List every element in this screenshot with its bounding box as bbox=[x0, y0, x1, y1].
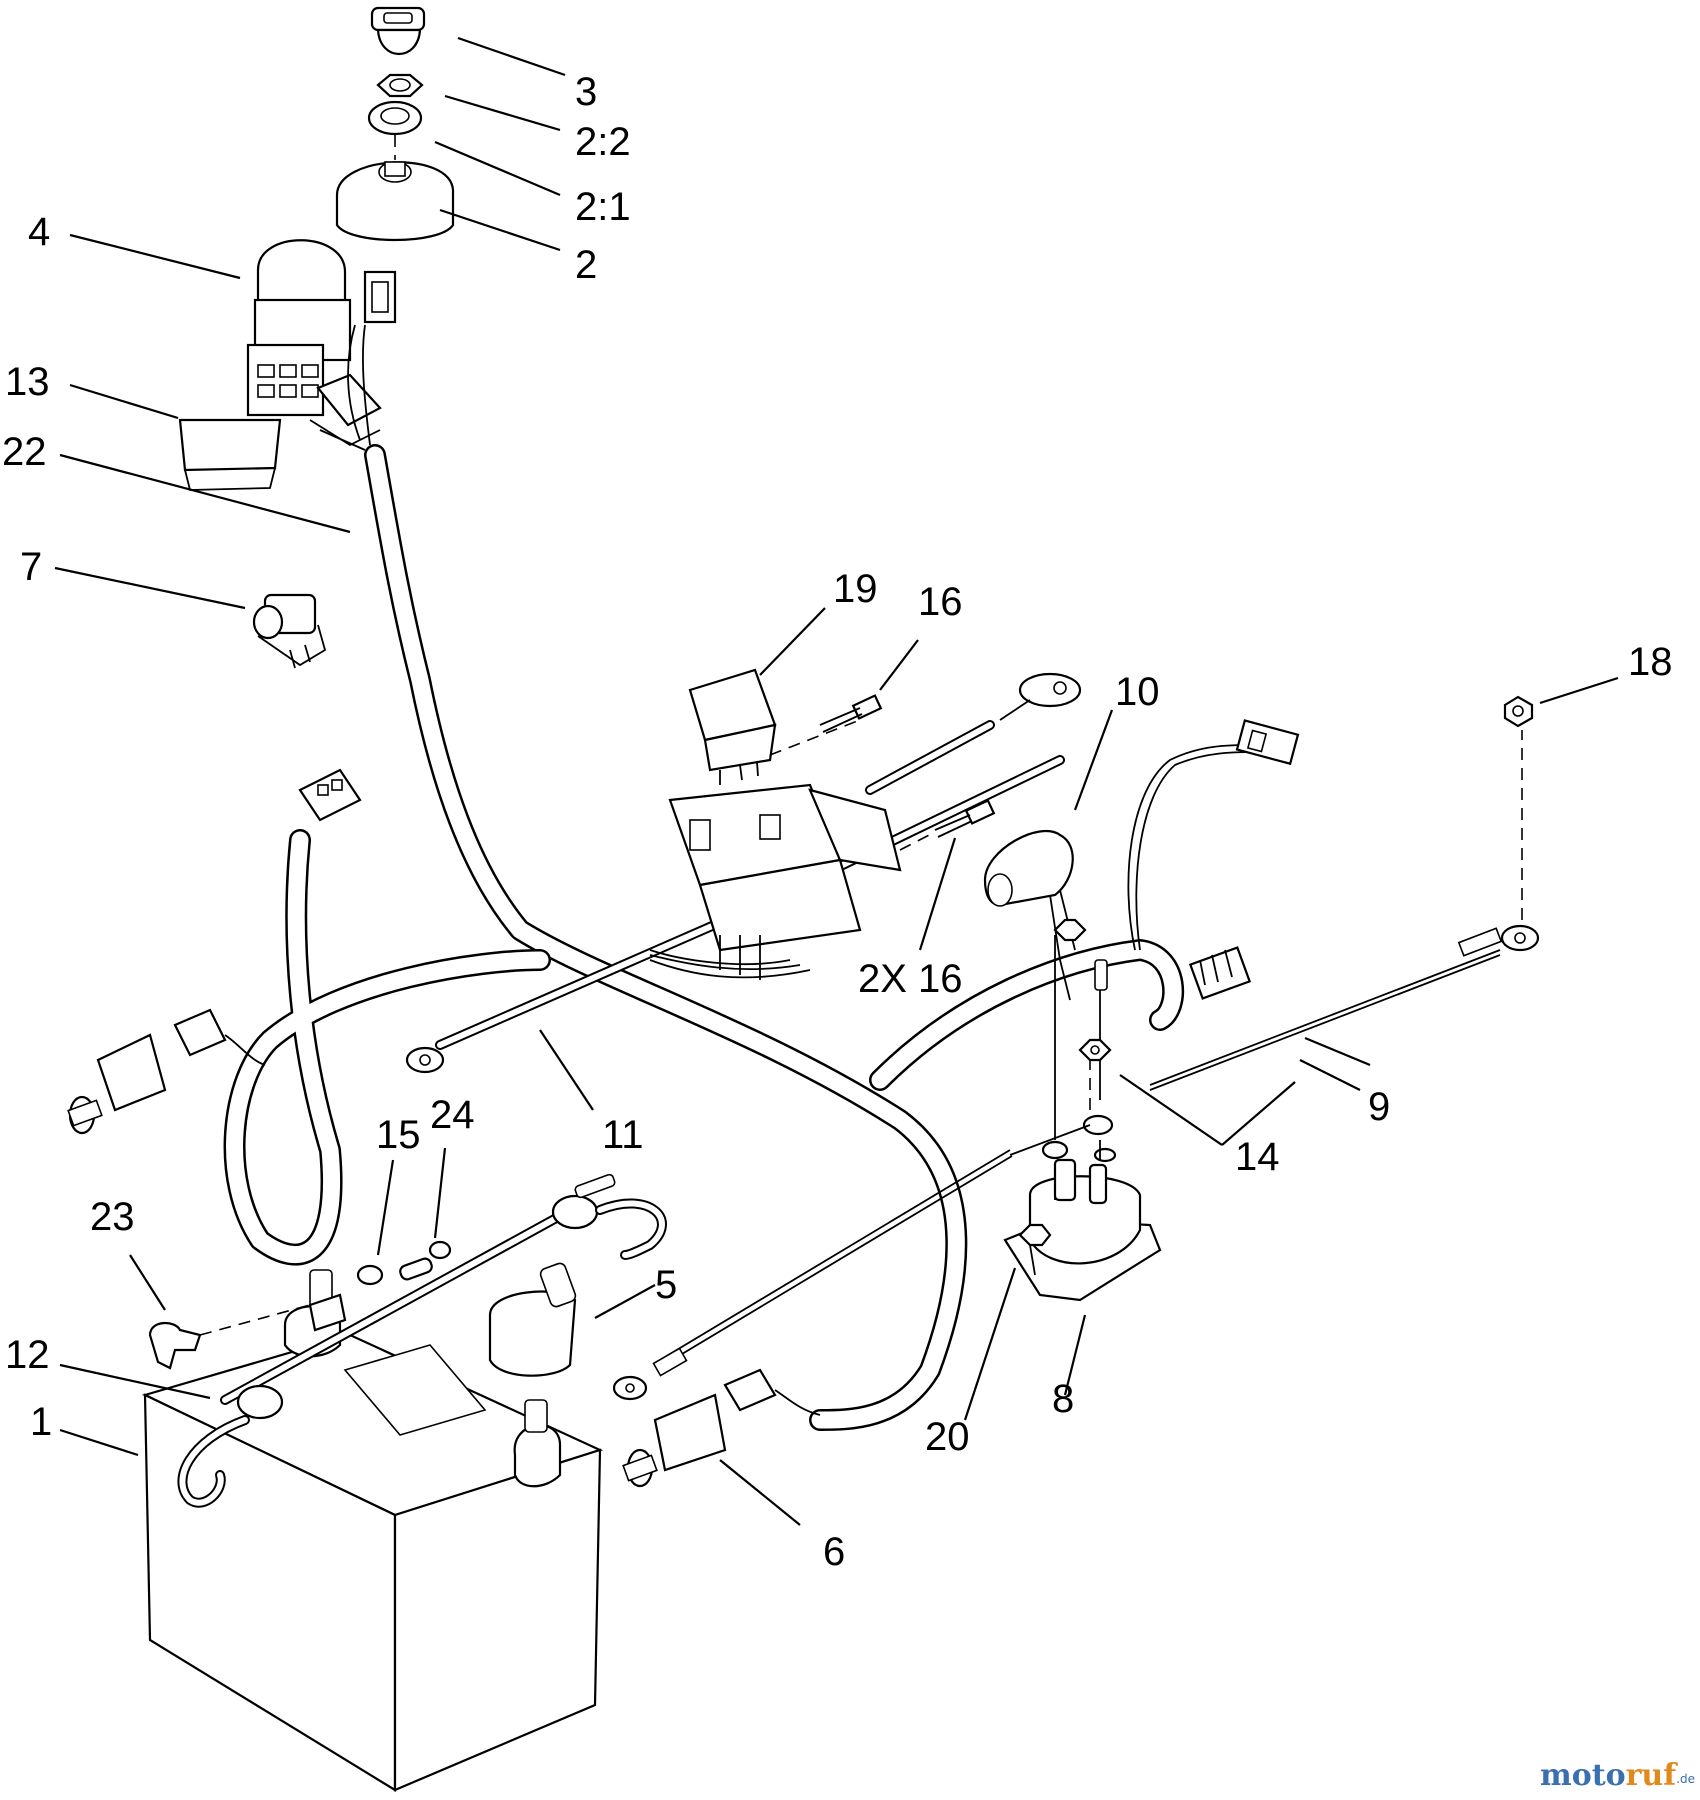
terminal-parts-15-24 bbox=[356, 1240, 452, 1286]
callout-22: 22 bbox=[2, 430, 47, 474]
bolt-16-lower bbox=[899, 799, 996, 851]
callout-24: 24 bbox=[430, 1093, 475, 1137]
callout-11: 11 bbox=[602, 1113, 644, 1157]
callout-23: 23 bbox=[90, 1195, 135, 1239]
connector-plug-left bbox=[67, 1008, 266, 1135]
terminal-cap-5 bbox=[488, 1262, 577, 1377]
callout-10: 10 bbox=[1115, 670, 1160, 714]
hold-down-12 bbox=[177, 1173, 667, 1508]
callout-4: 4 bbox=[28, 210, 50, 254]
callout-14: 14 bbox=[1235, 1135, 1280, 1179]
cable-solenoid-lower bbox=[612, 1124, 1091, 1401]
relay-19 bbox=[688, 668, 861, 785]
callout-3: 3 bbox=[575, 70, 597, 114]
watermark-brand-a: moto bbox=[1540, 1758, 1626, 1793]
callout-5: 5 bbox=[655, 1263, 677, 1307]
watermark-logo: motoruf.de bbox=[1540, 1758, 1695, 1793]
callout-16: 16 bbox=[918, 580, 963, 624]
callout-2: 2 bbox=[575, 243, 597, 287]
leader-lines bbox=[54, 36, 1619, 1526]
callout-labels: 3 2:2 2:1 2 4 13 22 7 19 16 10 18 2X 16 … bbox=[2, 70, 1673, 1574]
callout-6: 6 bbox=[823, 1530, 845, 1574]
solenoid-studs bbox=[1041, 918, 1114, 1160]
callout-2-1: 2:1 bbox=[575, 185, 631, 229]
callout-8: 8 bbox=[1052, 1377, 1074, 1421]
callout-9: 9 bbox=[1368, 1085, 1390, 1129]
harness-right-connectors bbox=[1127, 719, 1300, 1000]
callout-7: 7 bbox=[20, 545, 42, 589]
watermark-brand-b: ruf bbox=[1626, 1758, 1679, 1793]
cable-9 bbox=[1149, 730, 1540, 1091]
callout-20: 20 bbox=[925, 1415, 970, 1459]
wing-nut-23 bbox=[148, 1304, 311, 1370]
harness-connector-left bbox=[298, 768, 362, 822]
key-switch-stack bbox=[335, 6, 455, 242]
hold-down-bracket bbox=[308, 1293, 347, 1332]
solenoid-8 bbox=[1003, 1140, 1162, 1302]
seat-switch-7 bbox=[252, 593, 327, 669]
ground-cable bbox=[865, 672, 1082, 795]
callout-12: 12 bbox=[5, 1333, 50, 1377]
terminal-boot-10 bbox=[983, 829, 1076, 1001]
nut-18 bbox=[1503, 695, 1534, 728]
callout-15: 15 bbox=[376, 1113, 421, 1157]
callout-13: 13 bbox=[5, 360, 50, 404]
callout-2-2: 2:2 bbox=[575, 120, 631, 164]
connector-plug-6 bbox=[622, 1368, 821, 1488]
callout-19: 19 bbox=[833, 567, 878, 611]
watermark: motoruf.de bbox=[1540, 1758, 1695, 1793]
connector-block bbox=[649, 783, 902, 980]
callout-1: 1 bbox=[30, 1400, 52, 1444]
callout-18: 18 bbox=[1628, 640, 1673, 684]
fuse-cover-13 bbox=[178, 418, 282, 491]
watermark-suffix: .de bbox=[1676, 1772, 1695, 1786]
switch-4 bbox=[246, 239, 397, 451]
callout-2x16: 2X 16 bbox=[858, 957, 963, 1001]
main-harness bbox=[223, 444, 1184, 1431]
nut-20 bbox=[1018, 1223, 1052, 1276]
bolt-16-top bbox=[819, 694, 883, 733]
